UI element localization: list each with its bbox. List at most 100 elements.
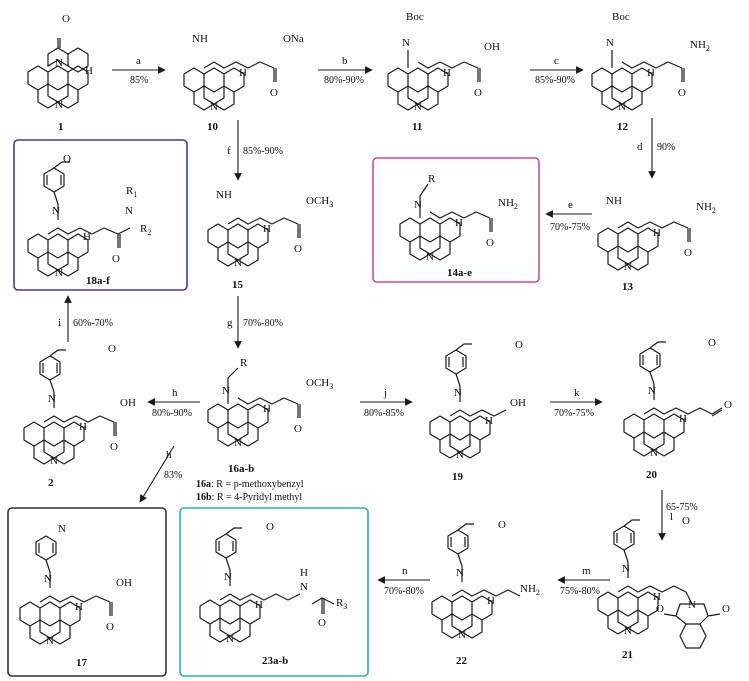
step-h1-label: h: [172, 387, 178, 399]
atom-n: N: [52, 205, 60, 217]
atom-nh: NH: [606, 195, 622, 207]
atom-o: O: [486, 237, 494, 249]
atom-n: N: [222, 385, 230, 397]
box-23-frame: [179, 507, 369, 677]
atom-n: N: [55, 267, 63, 279]
atom-h: H: [263, 403, 271, 415]
atom-h: H: [79, 421, 87, 433]
box-compound-17: N N OH O H N 17: [7, 507, 167, 677]
atom-h: H: [485, 415, 493, 427]
atom-n: N: [650, 447, 658, 459]
box-compound-23: O N H N R3 O H N 23a-b: [179, 507, 369, 677]
atom-r: R: [240, 357, 248, 369]
atom-r: R: [428, 173, 436, 185]
atom-o: O: [724, 399, 732, 411]
atom-nh: NH: [216, 189, 232, 201]
atom-n: N: [624, 261, 632, 273]
atom-r3: R3: [336, 597, 347, 611]
step-c-label: c: [554, 55, 559, 67]
atom-o: O: [474, 87, 482, 99]
step-i-yield: 60%-70%: [73, 318, 113, 329]
compound-16: R N OCH3 O H N 16a-b 16a: R = p-methoxyb…: [196, 357, 333, 503]
atom-o: O: [722, 603, 730, 615]
atom-o: O: [110, 441, 118, 453]
atom-n: N: [622, 563, 630, 575]
label-compound-19: 19: [452, 471, 464, 483]
compound-12: Boc N NH2 O H N 12: [591, 11, 710, 133]
atom-n: N: [226, 633, 234, 645]
box-compound-18: O N N R1 R2 O H N 18a-f: [13, 139, 188, 291]
note-16a: 16a: R = p-methoxybenzyl: [196, 479, 304, 490]
atom-n: N: [46, 635, 54, 647]
arrow-step-c: c 85%-90%: [530, 55, 584, 86]
atom-n: N: [456, 567, 464, 579]
atom-o: O: [515, 339, 523, 351]
atom-h: H: [647, 67, 655, 79]
atom-o: O: [270, 87, 278, 99]
compound-1: O N N H 1: [27, 13, 93, 133]
atom-n: N: [414, 199, 422, 211]
atom-o: O: [318, 617, 326, 629]
label-compound-17: 17: [76, 657, 88, 669]
atom-boc: Boc: [406, 11, 424, 23]
step-m-label: m: [582, 565, 591, 577]
atom-n: N: [224, 571, 232, 583]
atom-n: N: [454, 387, 462, 399]
atom-h: H: [85, 65, 93, 77]
atom-n: N: [458, 629, 466, 641]
box-14-frame: [372, 157, 540, 283]
step-j-label: j: [383, 387, 387, 399]
label-compound-15: 15: [232, 279, 244, 291]
step-h1-yield: 80%-90%: [152, 408, 192, 419]
compound-19: O N OH H N 19: [429, 339, 526, 483]
atom-ona: ONa: [283, 33, 304, 45]
step-k-label: k: [574, 387, 580, 399]
step-b-yield: 80%-90%: [324, 75, 364, 86]
step-m-yield: 75%-80%: [560, 586, 600, 597]
atom-och3: OCH3: [306, 195, 333, 209]
label-compound-21: 21: [622, 649, 633, 661]
atom-n: N: [456, 449, 464, 461]
step-f-yield: 85%-90%: [243, 146, 283, 157]
atom-r2: R2: [140, 223, 151, 237]
arrow-step-j: j 80%-85%: [360, 387, 413, 419]
arrow-step-a: a 85%: [112, 55, 166, 86]
label-compound-12: 12: [617, 121, 629, 133]
atom-nh2: NH2: [690, 39, 710, 53]
atom-h: H: [300, 567, 308, 579]
step-g-label: g: [227, 317, 233, 329]
atom-o: O: [62, 13, 70, 25]
atom-n: N: [234, 257, 242, 269]
atom-n: N: [606, 37, 614, 49]
atom-och3: OCH3: [306, 377, 333, 391]
label-compound-14: 14a-e: [447, 267, 472, 279]
atom-o: O: [63, 153, 71, 165]
atom-nh2: NH2: [520, 583, 540, 597]
step-a-label: a: [136, 55, 141, 67]
step-g-yield: 70%-80%: [243, 318, 283, 329]
atom-n: N: [618, 101, 626, 113]
atom-n: N: [48, 393, 56, 405]
box-compound-14: R N NH2 O H N 14a-e: [372, 157, 540, 283]
note-16b: 16b: R = 4-Pyridyl methyl: [196, 492, 302, 503]
compound-15: NH OCH3 O H N 15: [207, 189, 333, 291]
label-compound-18: 18a-f: [86, 275, 110, 287]
label-compound-22: 22: [456, 655, 468, 667]
atom-o: O: [656, 603, 664, 615]
label-compound-23: 23a-b: [262, 655, 288, 667]
atom-boc: Boc: [612, 11, 630, 23]
atom-h: H: [653, 227, 661, 239]
atom-h: H: [255, 599, 263, 611]
label-compound-2: 2: [48, 477, 54, 489]
step-h2-label: h: [166, 449, 172, 461]
atom-o: O: [266, 521, 274, 533]
step-d-yield: 90%: [657, 142, 675, 153]
atom-n-pyridine: N: [58, 523, 66, 535]
compound-11: Boc N OH O H N 11: [387, 11, 500, 133]
atom-nh2: NH2: [498, 197, 518, 211]
atom-h: H: [455, 217, 463, 229]
atom-o: O: [112, 253, 120, 265]
atom-n: N: [44, 573, 52, 585]
arrow-step-h1: h 80%-90%: [147, 387, 200, 419]
atom-o: O: [106, 621, 114, 633]
